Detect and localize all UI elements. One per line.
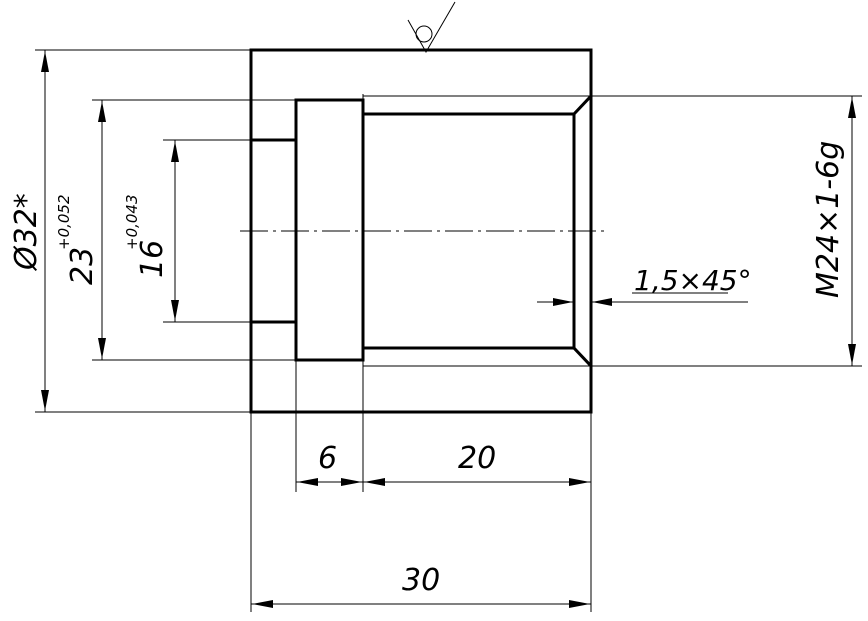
dim-lengths: 6 20 30 bbox=[250, 360, 592, 612]
small-diameter-label: 16 bbox=[135, 240, 170, 278]
outer-diameter-label: Ø32* bbox=[9, 193, 44, 272]
chamfer-label: 1,5×45° bbox=[634, 264, 752, 297]
chamfer-top bbox=[571, 93, 594, 117]
dim-bore-diameter: 23 +0,052 bbox=[55, 99, 296, 361]
bore-depth-label: 6 bbox=[318, 441, 337, 476]
dim-outer-diameter: Ø32* bbox=[9, 49, 251, 413]
part-outline bbox=[249, 48, 594, 414]
thread-label: M24×1-6g bbox=[811, 141, 846, 298]
thread-length-label: 20 bbox=[458, 441, 496, 476]
dim-small-diameter: 16 +0,043 bbox=[123, 139, 251, 323]
bore-diameter-label: 23 bbox=[65, 247, 100, 285]
bore-tolerance-label: +0,052 bbox=[55, 194, 73, 250]
surface-roughness-icon bbox=[407, 1, 456, 54]
bore-step bbox=[294, 98, 365, 362]
chamfer-bottom bbox=[571, 345, 594, 369]
dim-chamfer: 1,5×45° bbox=[537, 264, 752, 306]
overall-length-label: 30 bbox=[402, 563, 440, 598]
small-tolerance-label: +0,043 bbox=[123, 194, 141, 250]
dim-thread: M24×1-6g bbox=[591, 95, 862, 367]
